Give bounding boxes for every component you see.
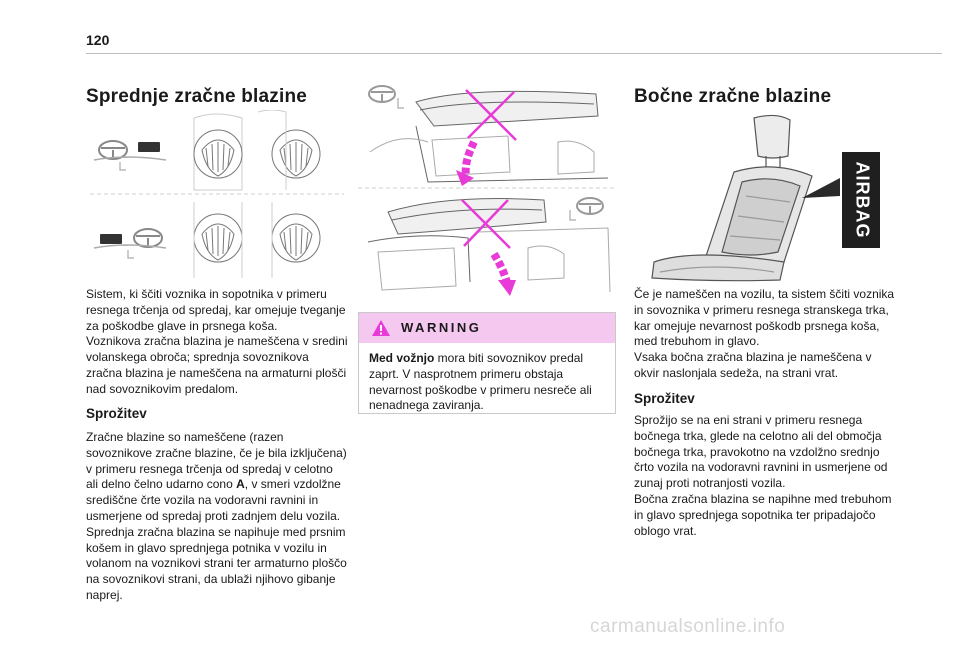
- header-rule: [86, 53, 942, 54]
- steering-wheel-icon: [93, 140, 167, 171]
- section-title-side-airbags: Bočne zračne blazine: [634, 86, 832, 107]
- warning-text: Med vožnjo mora biti sovoznikov predal z…: [369, 351, 592, 413]
- warning-header: [359, 313, 615, 343]
- occupant-airbag-head-icon: [193, 110, 321, 191]
- steering-wheel-icon-rhd: [93, 228, 167, 259]
- warning-triangle-icon: [371, 319, 391, 342]
- steering-wheel-icon-rhd: [569, 197, 604, 221]
- front-trigger-heading: Sprožitev: [86, 406, 147, 421]
- airbag-label-text: AIRBAG: [852, 162, 872, 239]
- warning-box: WARNING Med vožnjo mora biti sovoznikov …: [358, 312, 616, 414]
- front-airbag-intro: Sistem, ki ščiti voznika in sopotnika v …: [86, 287, 348, 396]
- side-trigger-heading: Sprožitev: [634, 391, 695, 406]
- front-trigger-text: Zračne blazine so nameščene (razen sovoz…: [86, 430, 347, 602]
- watermark: carmanualsonline.info: [590, 616, 786, 637]
- section-title-front-airbags: Sprednje zračne blazine: [86, 86, 308, 107]
- warning-title: WARNING: [401, 320, 482, 335]
- steering-wheel-icon: [368, 85, 404, 109]
- side-trigger-text: Sprožijo se na eni strani v primeru resn…: [634, 413, 892, 538]
- glovebox-illustration: [358, 82, 616, 304]
- seat-illustration: AIRBAG: [634, 112, 896, 282]
- front-airbag-illustration: [86, 110, 348, 280]
- airbag-label-badge: [842, 152, 880, 248]
- side-airbag-intro: Če je nameščen na vozilu, ta sistem ščit…: [634, 287, 895, 380]
- page-number: 120: [86, 32, 110, 48]
